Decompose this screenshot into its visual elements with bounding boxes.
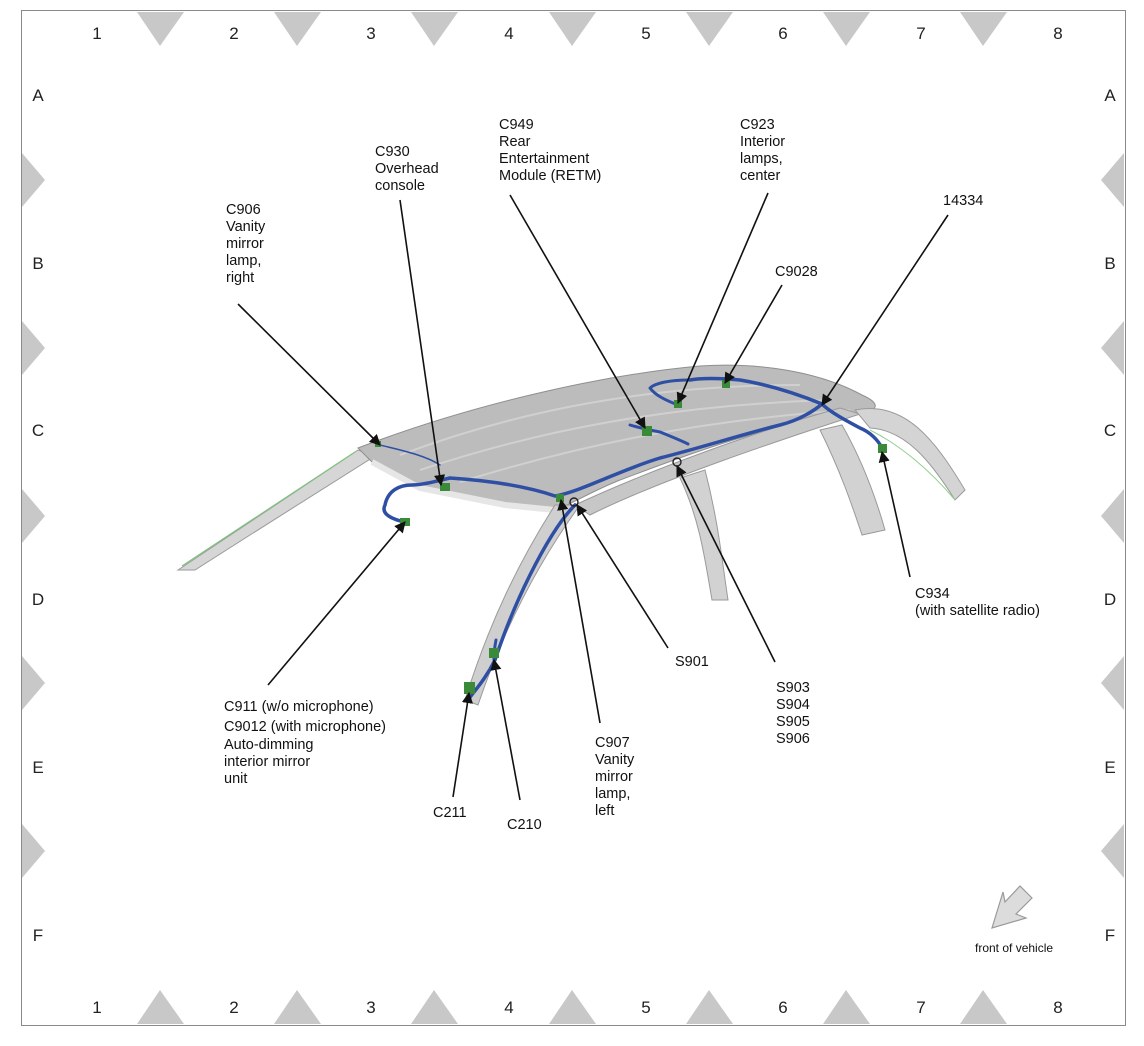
leader-lines (237, 192, 949, 801)
grid-col-top: 8 (1053, 24, 1063, 43)
grid-row-left: C (31, 421, 45, 440)
callout-c911: C911 (w/o microphone)C9012 (with microph… (224, 699, 386, 787)
callout-c934: C934(with satellite radio) (915, 586, 1040, 619)
grid-row-left: E (32, 758, 44, 777)
grid-row-left: D (31, 590, 45, 609)
arrow-down-left-icon (991, 885, 1033, 929)
grid-col-bottom: 4 (504, 998, 514, 1017)
callout-s901: S901 (675, 654, 709, 670)
grid-col-top: 5 (641, 24, 651, 43)
grid-col-bottom: 3 (366, 998, 376, 1017)
grid-col-top: 1 (92, 24, 102, 43)
callout-c211: C211 (433, 805, 467, 821)
grid-row-right: B (1104, 254, 1116, 273)
grid-col-bottom: 6 (778, 998, 788, 1017)
wiring-harness (379, 376, 884, 702)
grid-markers (22, 12, 1124, 1024)
grid-row-right: D (1103, 590, 1117, 609)
grid-col-top: 6 (778, 24, 788, 43)
roof-body (176, 364, 966, 706)
grid-col-bottom: 8 (1053, 998, 1063, 1017)
callout-c210: C210 (507, 817, 542, 833)
grid-row-right: E (1104, 758, 1116, 777)
grid-col-bottom: 7 (916, 998, 926, 1017)
grid-row-left: A (32, 86, 44, 105)
grid-row-right: A (1104, 86, 1116, 105)
callout-14334: 14334 (943, 193, 984, 209)
grid-row-right: C (1103, 421, 1117, 440)
diagram-frame (21, 10, 1126, 1026)
grid-col-bottom: 5 (641, 998, 651, 1017)
grid-col-top: 4 (504, 24, 514, 43)
grid-row-left: F (32, 926, 44, 945)
grid-row-left: B (32, 254, 44, 273)
grid-row-right: F (1104, 926, 1116, 945)
grid-col-top: 2 (229, 24, 239, 43)
grid-col-bottom: 2 (229, 998, 239, 1017)
grid-col-bottom: 1 (92, 998, 102, 1017)
callout-c9028: C9028 (775, 264, 818, 280)
front-of-vehicle-label: front of vehicle (975, 941, 1054, 955)
grid-col-top: 7 (916, 24, 926, 43)
grid-col-top: 3 (366, 24, 376, 43)
